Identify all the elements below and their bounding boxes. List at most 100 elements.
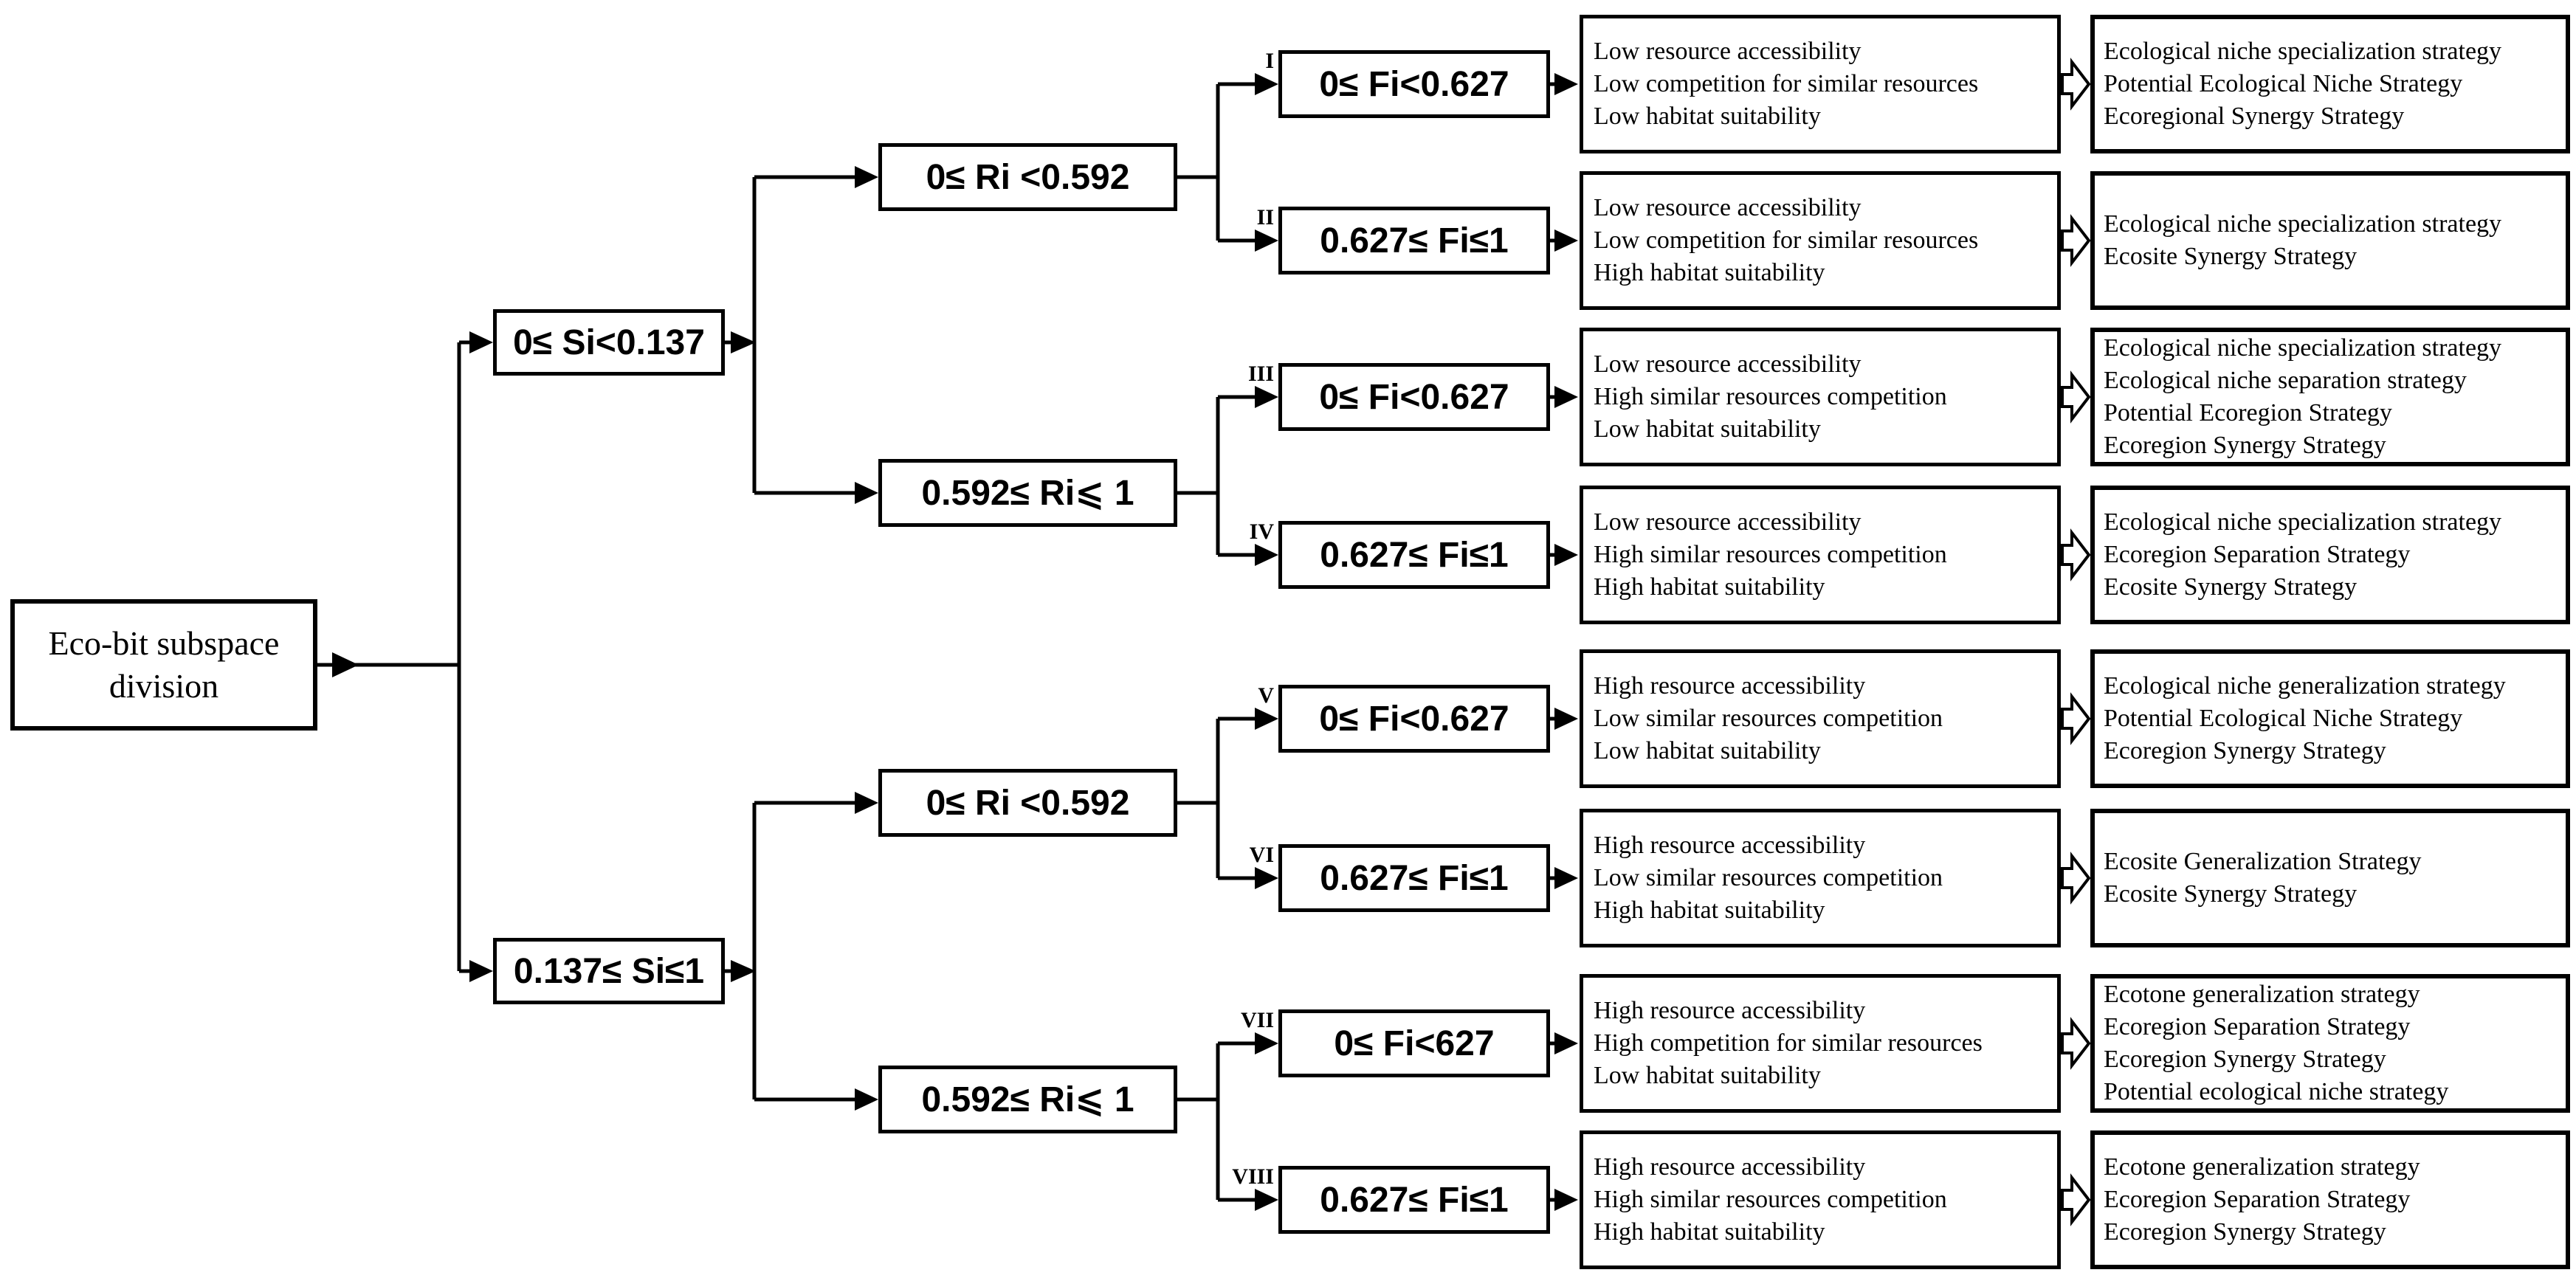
arrowhead <box>1255 1189 1278 1211</box>
arrowhead <box>1554 1032 1578 1054</box>
branch-numeral-ii: II <box>1256 205 1274 229</box>
description-box-iii: Low resource accessibility High similar … <box>1580 328 2061 466</box>
branch-numeral-v: V <box>1258 683 1274 708</box>
ri-node-4: 0.592≤ Ri⩽ 1 <box>878 1066 1177 1133</box>
strategy-line: Ecological niche separation strategy <box>2104 367 2467 394</box>
arrowhead <box>855 792 878 814</box>
arrowhead <box>1554 73 1578 95</box>
arrowhead <box>731 960 756 982</box>
description-box-i: Low resource accessibility Low competiti… <box>1580 15 2061 153</box>
fi-node-vi-label: 0.627≤ Fi≤1 <box>1320 858 1509 898</box>
condition-line: High habitat suitability <box>1594 259 1825 286</box>
arrowhead <box>1554 386 1578 408</box>
hollow-arrow-icon <box>2061 528 2091 581</box>
condition-line: High similar resources competition <box>1594 1186 1947 1213</box>
condition-line: Low competition for similar resources <box>1594 70 1979 97</box>
strategy-line: Ecosite Synergy Strategy <box>2104 880 2358 908</box>
fi-to-description-arrows <box>1550 73 1578 1211</box>
strategy-line: Ecological niche generalization strategy <box>2104 672 2506 700</box>
fi-node-v-label: 0≤ Fi<0.627 <box>1319 699 1509 739</box>
ri2-branch-connector <box>1177 386 1278 566</box>
strategy-line: Ecosite Synergy Strategy <box>2104 573 2358 601</box>
root-node-label-line1: Eco-bit subspace <box>48 624 280 662</box>
arrowhead <box>1255 386 1278 408</box>
condition-line: Low resource accessibility <box>1594 508 1862 536</box>
strategy-line: Ecological niche specialization strategy <box>2104 334 2502 362</box>
fi-node-iii: 0≤ Fi<0.627 <box>1278 363 1550 431</box>
strategy-box-viii: Ecotone generalization strategy Ecoregio… <box>2090 1130 2570 1269</box>
condition-line: Low habitat suitability <box>1594 737 1821 764</box>
fi-node-viii-label: 0.627≤ Fi≤1 <box>1320 1180 1509 1220</box>
condition-line: Low similar resources competition <box>1594 864 1943 891</box>
strategy-line: Potential Ecological Niche Strategy <box>2104 70 2463 97</box>
strategy-box-vii: Ecotone generalization strategy Ecoregio… <box>2090 974 2570 1113</box>
strategy-box-iii: Ecological niche specialization strategy… <box>2090 328 2570 466</box>
fi-node-vii: 0≤ Fi<627 <box>1278 1009 1550 1077</box>
strategy-box-iv: Ecological niche specialization strategy… <box>2090 486 2570 624</box>
root-branch-connector <box>317 331 493 982</box>
condition-line: Low resource accessibility <box>1594 351 1862 378</box>
condition-line: High resource accessibility <box>1594 997 1866 1024</box>
hollow-arrow-icon <box>2061 1173 2091 1226</box>
description-box-iv: Low resource accessibility High similar … <box>1580 486 2061 624</box>
condition-line: High similar resources competition <box>1594 541 1947 568</box>
strategy-box-v: Ecological niche generalization strategy… <box>2090 649 2570 788</box>
hollow-arrow-icon <box>2061 1017 2091 1070</box>
hollow-arrow-icon <box>2061 214 2091 267</box>
strategy-line: Ecotone generalization strategy <box>2104 981 2420 1008</box>
branch-numeral-iv: IV <box>1249 519 1274 544</box>
branch-numeral-i: I <box>1265 49 1274 73</box>
condition-line: Low habitat suitability <box>1594 1062 1821 1089</box>
condition-line: High resource accessibility <box>1594 1153 1866 1181</box>
arrowhead <box>1554 544 1578 566</box>
arrowhead <box>731 331 756 353</box>
strategy-line: Ecological niche specialization strategy <box>2104 38 2502 65</box>
ri-node-1-label: 0≤ Ri <0.592 <box>926 157 1130 197</box>
branch-numeral-viii: VIII <box>1232 1164 1274 1189</box>
condition-line: High habitat suitability <box>1594 897 1825 924</box>
strategy-line: Potential Ecological Niche Strategy <box>2104 705 2463 732</box>
fi-node-viii: 0.627≤ Fi≤1 <box>1278 1166 1550 1234</box>
si-node-high: 0.137≤ Si≤1 <box>493 938 725 1004</box>
fi-node-i: 0≤ Fi<0.627 <box>1278 50 1550 118</box>
arrowhead <box>855 1088 878 1111</box>
ri-node-2: 0.592≤ Ri⩽ 1 <box>878 459 1177 527</box>
si-node-low-label: 0≤ Si<0.137 <box>513 322 705 362</box>
arrowhead <box>469 331 493 353</box>
ri1-branch-connector <box>1177 73 1278 252</box>
description-box-vii: High resource accessibility High competi… <box>1580 974 2061 1113</box>
arrowhead <box>332 652 359 677</box>
arrowhead <box>1255 708 1278 730</box>
strategy-line: Potential Ecoregion Strategy <box>2104 399 2392 427</box>
arrowhead <box>855 166 878 188</box>
fi-node-i-label: 0≤ Fi<0.627 <box>1319 64 1509 104</box>
strategy-box-ii: Ecological niche specialization strategy… <box>2090 171 2570 310</box>
strategy-box-vi: Ecosite Generalization Strategy Ecosite … <box>2090 809 2570 947</box>
fi-node-v: 0≤ Fi<0.627 <box>1278 685 1550 753</box>
strategy-line: Ecotone generalization strategy <box>2104 1153 2420 1181</box>
strategy-line: Ecoregion Synergy Strategy <box>2104 1218 2386 1246</box>
fi-node-vii-label: 0≤ Fi<627 <box>1334 1023 1495 1063</box>
fi-node-ii-label: 0.627≤ Fi≤1 <box>1320 221 1509 260</box>
strategy-line: Ecosite Generalization Strategy <box>2104 848 2422 875</box>
strategy-line: Potential ecological niche strategy <box>2104 1078 2449 1105</box>
strategy-line: Ecological niche specialization strategy <box>2104 210 2502 238</box>
condition-line: High competition for similar resources <box>1594 1029 1983 1057</box>
ri-node-1: 0≤ Ri <0.592 <box>878 143 1177 211</box>
arrowhead <box>1554 708 1578 730</box>
arrowhead <box>1554 867 1578 889</box>
ri-node-2-label: 0.592≤ Ri⩽ 1 <box>921 474 1134 513</box>
arrowhead <box>1554 1189 1578 1211</box>
condition-line: High similar resources competition <box>1594 383 1947 410</box>
strategy-line: Ecoregion Synergy Strategy <box>2104 1046 2386 1073</box>
branch-numeral-iii: III <box>1247 362 1274 386</box>
arrowhead <box>1255 867 1278 889</box>
strategy-line: Ecoregion Synergy Strategy <box>2104 737 2386 764</box>
arrowhead <box>469 960 493 982</box>
condition-line: Low similar resources competition <box>1594 705 1943 732</box>
description-box-v: High resource accessibility Low similar … <box>1580 649 2061 788</box>
ri-node-4-label: 0.592≤ Ri⩽ 1 <box>921 1080 1134 1119</box>
fi-node-ii: 0.627≤ Fi≤1 <box>1278 207 1550 274</box>
arrowhead <box>1554 229 1578 252</box>
